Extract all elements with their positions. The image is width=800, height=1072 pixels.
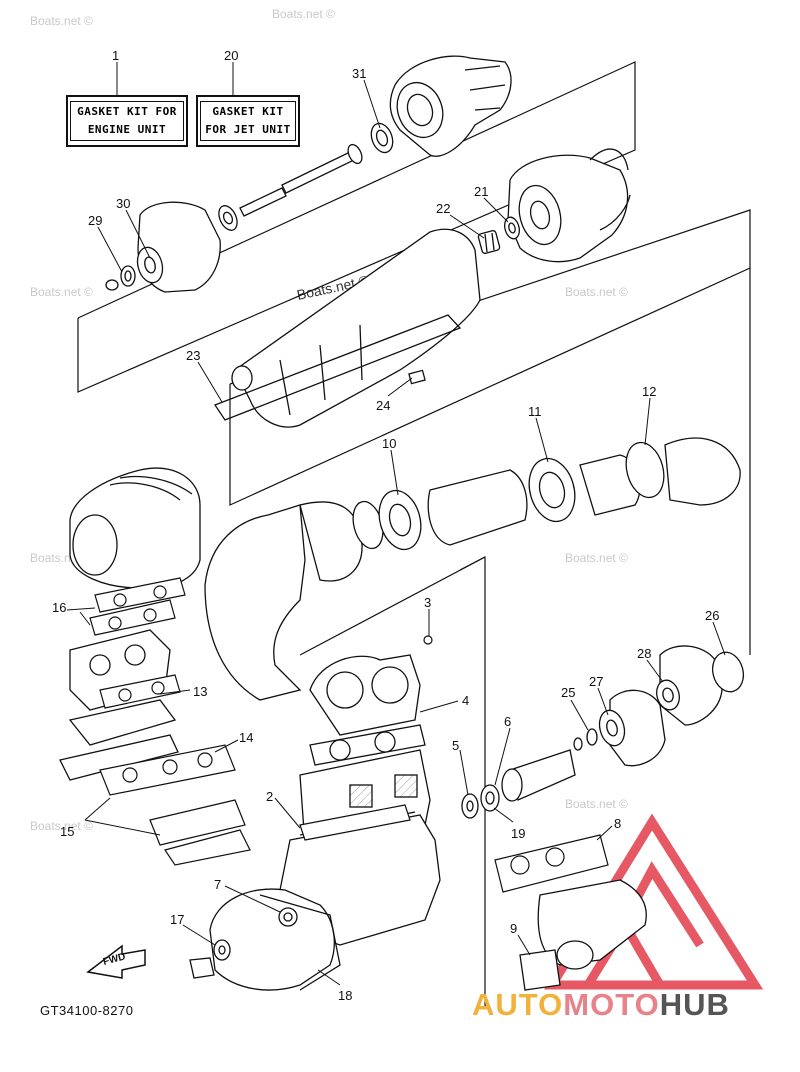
oil-pump-shaft	[501, 749, 576, 802]
exhaust-chamber	[69, 467, 201, 589]
drive-shaft	[218, 143, 363, 231]
part-number-26: 26	[705, 608, 719, 623]
part-number-24: 24	[376, 398, 390, 413]
seal-ring-31	[370, 122, 394, 154]
gasket-14	[99, 744, 236, 796]
jet-pump-nozzle	[389, 55, 512, 157]
watermark: Boats.net ©	[565, 285, 628, 299]
part-number-11: 11	[528, 404, 542, 419]
part-number-21: 21	[474, 184, 488, 199]
part-number-23: 23	[186, 348, 200, 363]
kit-label-line: GASKET KIT	[212, 105, 284, 118]
pump-housing-30	[136, 201, 221, 293]
brand-part: AUTO	[472, 987, 564, 1022]
bearing-housing	[656, 645, 745, 726]
engine-frame	[299, 556, 486, 1008]
intake-duct-23	[214, 228, 481, 428]
part-number-19: 19	[511, 826, 525, 841]
watermark: Boats.net ©	[565, 551, 628, 565]
coupling-housing	[598, 689, 666, 767]
kit-label-line: FOR JET UNIT	[205, 123, 291, 136]
drain-plug-3	[423, 635, 433, 645]
bushing-22	[477, 230, 501, 254]
exhaust-gasket-8	[494, 834, 609, 893]
watermark: Boats.net ©	[30, 14, 93, 28]
kit-label-line: ENGINE UNIT	[87, 123, 167, 136]
watermark: Boats.net ©	[565, 797, 628, 811]
part-number-8: 8	[614, 816, 621, 831]
oil-seal-17	[189, 939, 231, 979]
part-number-31: 31	[352, 66, 366, 81]
magneto-cover	[209, 888, 341, 991]
part-number-1: 1	[112, 48, 119, 63]
gasket-15	[149, 799, 251, 866]
intake-frame	[229, 209, 751, 655]
brand-part: MOTO	[563, 987, 660, 1022]
exhaust-system	[204, 437, 741, 701]
part-number-28: 28	[637, 646, 651, 661]
part-number-16: 16	[52, 600, 66, 615]
gasket-13	[99, 674, 181, 709]
part-number-9: 9	[510, 921, 517, 936]
bearing-21	[504, 216, 520, 240]
part-number-29: 29	[88, 213, 102, 228]
cylinder-head-gasket-4	[309, 654, 426, 766]
part-number-14: 14	[239, 730, 253, 745]
brand-wordmark: AUTOMOTOHUB	[472, 987, 730, 1023]
kit-label-line: GASKET KIT FOR	[77, 105, 177, 118]
watermark: Boats.net ©	[272, 7, 335, 21]
part-number-3: 3	[424, 595, 431, 610]
seal-29	[105, 265, 136, 291]
impeller-housing	[507, 148, 631, 263]
part-number-2: 2	[266, 789, 273, 804]
part-number-12: 12	[642, 384, 656, 399]
part-number-25: 25	[561, 685, 575, 700]
part-number-4: 4	[462, 693, 469, 708]
watermark: Boats.net ©	[30, 285, 93, 299]
part-number-20: 20	[224, 48, 238, 63]
watermark: Boats.net ©	[30, 819, 93, 833]
part-number-27: 27	[589, 674, 603, 689]
diagram-code: GT34100-8270	[40, 1003, 134, 1018]
part-number-callouts: 1 20 31 30 29 21 22 23 24 10 11 12 16 3 4 13 14 2 15 26 28 27…	[52, 48, 719, 1003]
o-rings-25	[573, 728, 598, 751]
part-number-10: 10	[382, 436, 396, 451]
part-number-6: 6	[504, 714, 511, 729]
brand-part: HUB	[659, 987, 730, 1022]
part-number-18: 18	[338, 988, 352, 1003]
leader-lines	[66, 62, 726, 986]
gasket-2	[299, 804, 411, 841]
seals-5-6-19	[461, 784, 500, 819]
part-number-30: 30	[116, 196, 130, 211]
exhaust-manifold-9	[519, 879, 647, 991]
part-number-17: 17	[170, 912, 184, 927]
part-number-5: 5	[452, 738, 459, 753]
part-number-7: 7	[214, 877, 221, 892]
part-number-15: 15	[60, 824, 74, 839]
gasket-16	[89, 577, 186, 636]
part-number-13: 13	[193, 684, 207, 699]
engine-gasket-kit-label: GASKET KIT FOR ENGINE UNIT	[66, 95, 188, 147]
fwd-arrow: FWD	[86, 944, 146, 979]
jet-gasket-kit-label: GASKET KIT FOR JET UNIT	[196, 95, 300, 147]
part-number-22: 22	[436, 201, 450, 216]
